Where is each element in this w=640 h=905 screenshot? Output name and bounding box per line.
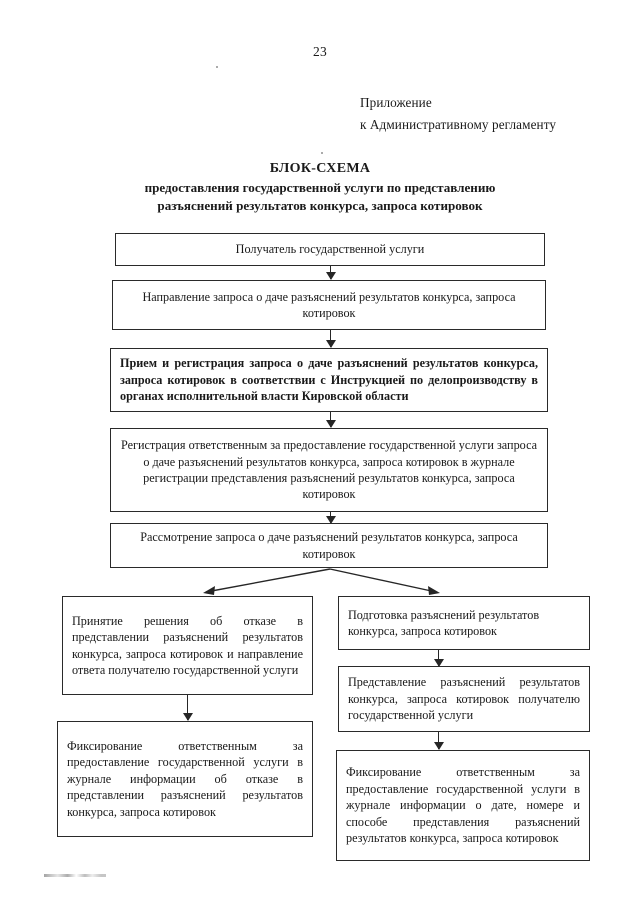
scan-artifact [44,874,106,877]
flow-node-register-journal-label: Регистрация ответственным за предоставле… [120,438,538,502]
connector-arrow [326,412,337,428]
connector-arrow [326,512,337,524]
flow-node-receive-register: Прием и регистрация запроса о даче разъя… [110,348,548,412]
scan-speck-icon [321,152,323,154]
connector-arrow [434,732,445,750]
flow-node-provide-clarifications: Представление разъяснений резуль­татов к… [338,666,590,732]
page-number: 23 [313,44,327,59]
flow-node-provide-clarifications-label: Представление разъяснений резуль­татов к… [348,675,580,723]
connector-arrow [183,695,194,721]
flow-node-refusal-decision: Принятие решения об отказе в представлен… [62,596,313,695]
document-title: БЛОК-СХЕМА предоставления государственно… [60,160,580,216]
flow-node-record-journal-label: Фиксирование ответственным за предоставл… [346,765,580,846]
flow-node-review-request: Рассмотрение запроса о даче разъяснений … [110,523,548,568]
title-main: БЛОК-СХЕМА [269,161,371,176]
flow-node-review-request-label: Рассмотрение запроса о даче разъяснений … [140,530,518,561]
flow-node-receive-register-label: Прием и регистрация запроса о даче разъя… [120,356,538,404]
title-line-3: разъяснений результатов конкурса, запрос… [157,198,483,213]
flow-node-refusal-journal-label: Фиксирование ответственным за предоставл… [67,738,303,819]
flow-node-send-request-label: Направление запроса о даче разъяснений р… [142,289,516,320]
scan-speck-icon [216,66,218,68]
flow-node-refusal-decision-label: Принятие решения об отказе в представлен… [72,613,303,677]
connector-arrow [326,266,337,280]
connector-arrow [326,330,337,348]
flow-node-prepare-clarifications: Подготовка разъяснений результатов конку… [338,596,590,650]
flow-node-prepare-clarifications-label: Подготовка разъяснений результатов конку… [348,607,540,638]
flow-node-recipient-label: Получатель государственной услуги [235,242,425,257]
appendix-line-2: к Административному регламенту [360,117,557,132]
appendix-line-1: Приложение [360,95,432,110]
connector-arrow [434,650,445,667]
flow-node-record-journal: Фиксирование ответственным за предоставл… [336,750,590,861]
flow-node-register-journal: Регистрация ответственным за предоставле… [110,428,548,512]
title-line-2: предоставления государственной услуги по… [144,179,496,195]
appendix-heading: Приложение к Административному регламент… [360,92,556,136]
flow-node-send-request: Направление запроса о даче разъяснений р… [112,280,546,330]
flow-node-refusal-journal: Фиксирование ответственным за предоставл… [57,721,313,837]
flow-node-recipient: Получатель государственной услуги [115,233,545,266]
